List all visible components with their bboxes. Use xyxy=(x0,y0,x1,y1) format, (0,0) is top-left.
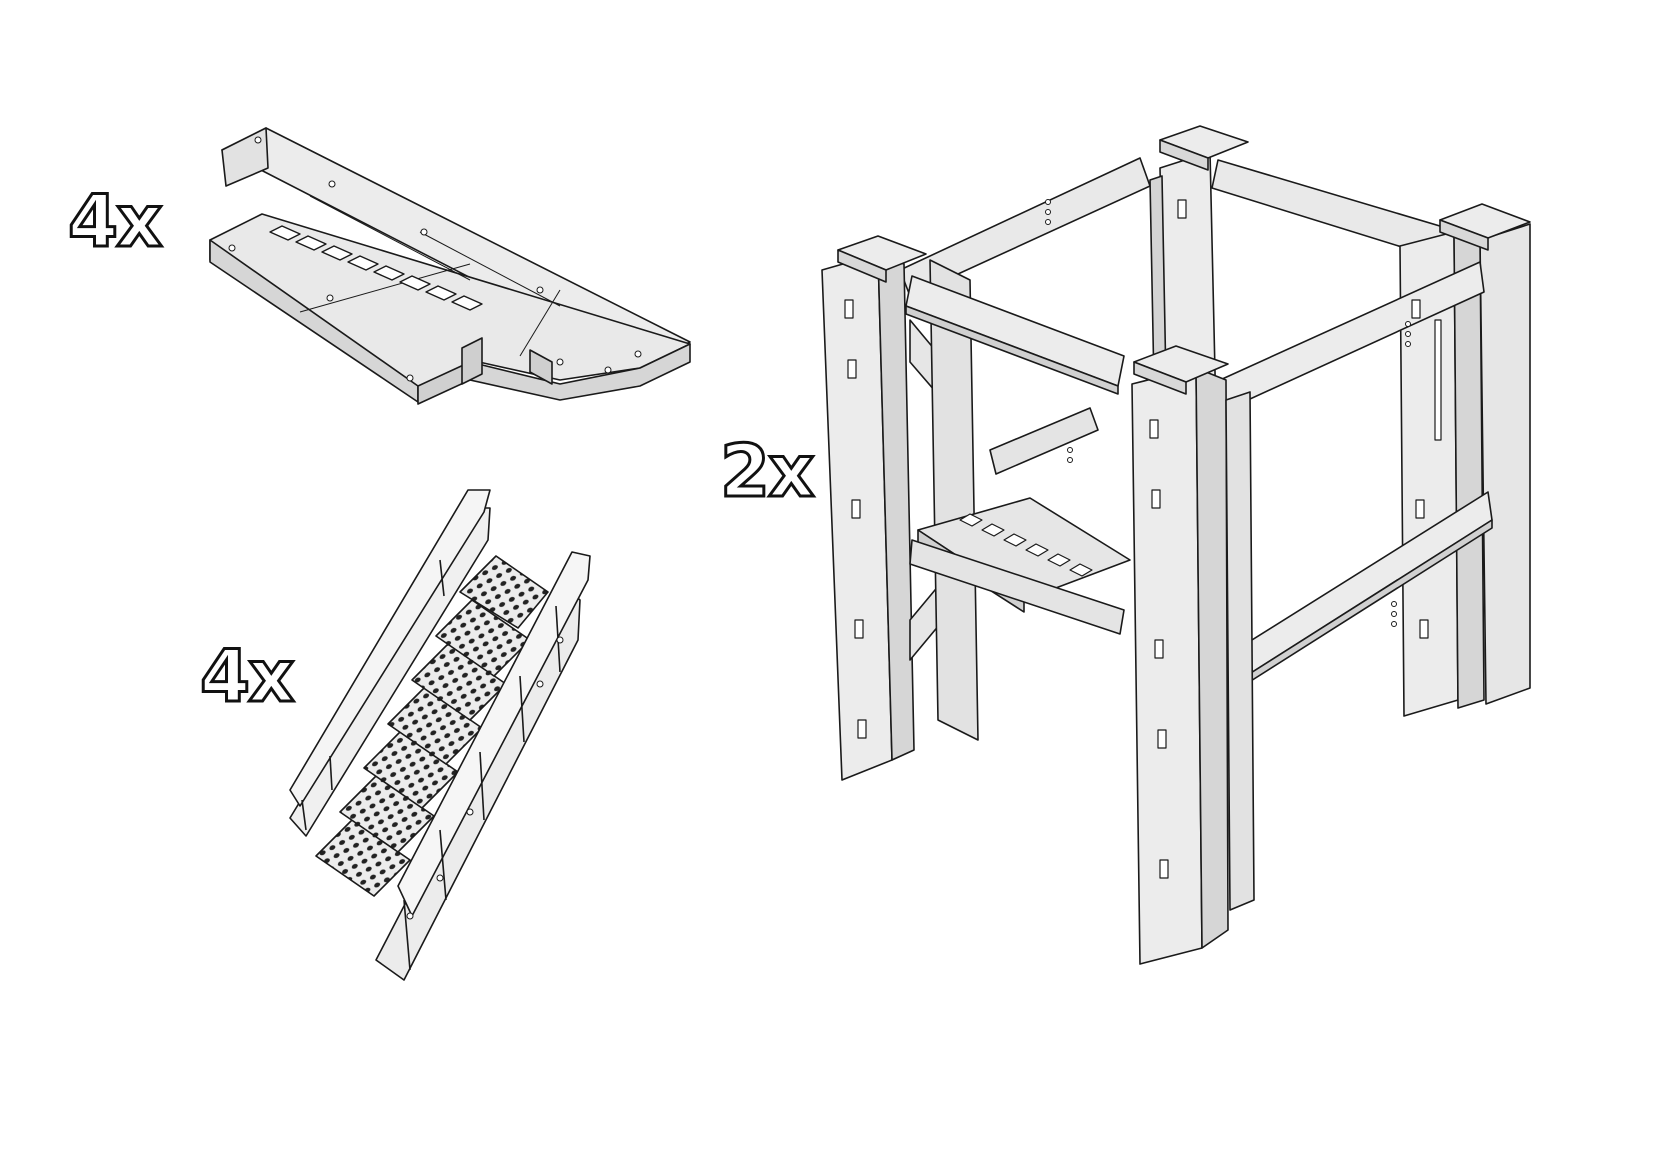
stairs-icon xyxy=(289,489,591,981)
platform-quantity-label: 4x xyxy=(67,179,165,263)
platform-icon xyxy=(209,127,691,405)
tower-quantity-label: 2x xyxy=(719,429,817,513)
tower-icon xyxy=(821,125,1531,965)
stairs-quantity-label: 4x xyxy=(199,634,297,718)
